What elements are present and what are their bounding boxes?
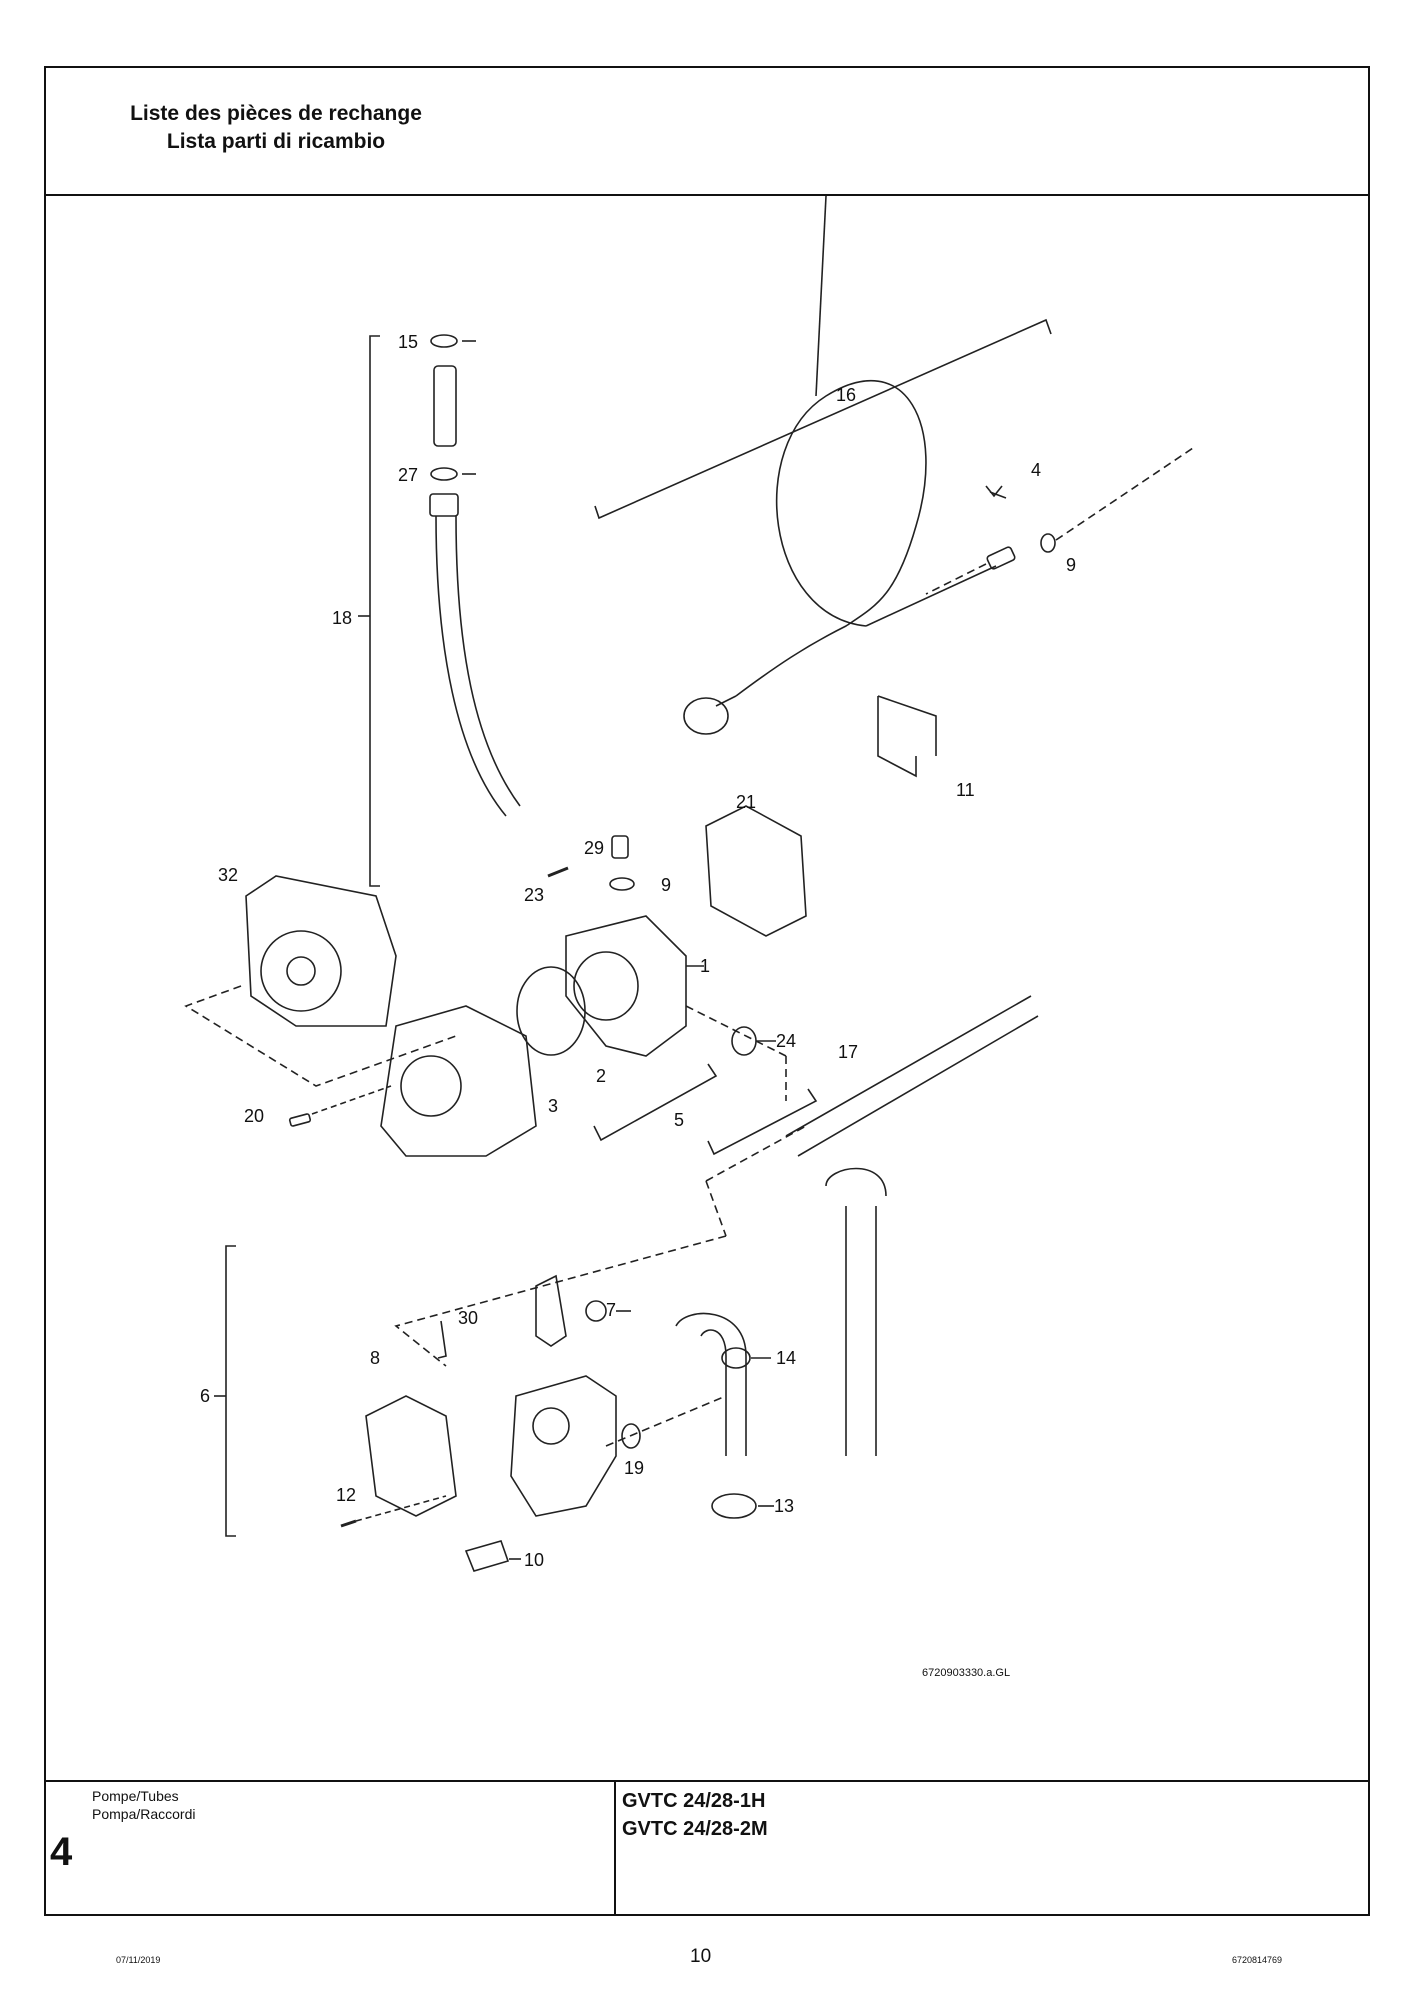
label-27: 27	[398, 465, 418, 485]
sensor-connector	[986, 546, 1016, 570]
parts-diagram-svg: 15 27 18 16 4 9 11 21 29 9 23 32 1 24 17…	[184, 196, 1197, 1679]
bracket-5	[593, 1063, 718, 1142]
drawing-reference: 6720903330.a.GL	[922, 1667, 1010, 1679]
page-number: 10	[690, 1946, 712, 1967]
bracket-11	[877, 695, 937, 778]
header: Liste des pièces de rechange Lista parti…	[46, 68, 1368, 196]
label-19: 19	[624, 1458, 644, 1478]
label-9b: 9	[661, 875, 671, 895]
flexible-hose-18	[435, 515, 521, 817]
label-16: 16	[836, 385, 856, 405]
label-4: 4	[1031, 460, 1041, 480]
label-18: 18	[332, 608, 352, 628]
footer: Pompe/Tubes Pompa/Raccordi 4 GVTC 24/28-…	[46, 1780, 1368, 1914]
label-9a: 9	[1066, 555, 1076, 575]
screw-20	[288, 1113, 312, 1127]
washer-27	[430, 467, 458, 481]
title-italian: Lista parti di ricambio	[166, 130, 386, 153]
label-2: 2	[596, 1066, 606, 1086]
sensor-cable-16	[735, 380, 927, 697]
label-14: 14	[776, 1348, 796, 1368]
screw-12	[340, 1519, 357, 1528]
label-30: 30	[458, 1308, 478, 1328]
category-french: Pompe/Tubes	[92, 1788, 179, 1804]
washer-15	[430, 334, 458, 348]
page-frame: Liste des pièces de rechange Lista parti…	[44, 66, 1370, 1916]
corrugated-hose-17	[785, 995, 1039, 1157]
document-code: 6720814769	[1232, 1955, 1283, 1965]
label-11: 11	[956, 780, 975, 800]
o-ring-2	[516, 966, 586, 1056]
washer-13	[711, 1493, 757, 1519]
label-3: 3	[548, 1096, 558, 1116]
pipe-connector	[433, 365, 457, 447]
pump-head-32	[245, 875, 397, 1027]
print-date: 07/11/2019	[116, 1955, 161, 1965]
valve-block-6	[510, 1375, 617, 1517]
bend-pipe-14	[675, 1312, 747, 1396]
label-1: 1	[700, 956, 710, 976]
label-6: 6	[200, 1386, 210, 1406]
label-10: 10	[524, 1550, 544, 1570]
clip-4	[985, 485, 1007, 499]
pump-body-1	[565, 915, 687, 1057]
label-8: 8	[370, 1348, 380, 1368]
bracket-17	[707, 1088, 818, 1156]
label-20: 20	[244, 1106, 264, 1126]
label-12: 12	[336, 1485, 356, 1505]
label-24: 24	[776, 1031, 796, 1051]
pump-motor-3	[380, 1005, 537, 1157]
plug-29	[611, 835, 629, 859]
plate-21	[705, 805, 807, 937]
bracket-16	[594, 318, 1052, 520]
bracket-18	[369, 335, 380, 887]
clip-30	[437, 1320, 447, 1359]
sensor-cap	[683, 697, 729, 735]
model-2: GVTC 24/28-2M	[622, 1818, 768, 1840]
o-ring-9a	[1040, 533, 1056, 553]
label-13: 13	[774, 1496, 794, 1516]
label-23: 23	[524, 885, 544, 905]
hose-nut	[429, 493, 459, 517]
label-17: 17	[838, 1042, 858, 1062]
pin-23	[547, 866, 569, 878]
o-ring-9b	[609, 877, 635, 891]
category-italian: Pompa/Raccordi	[92, 1806, 196, 1822]
label-32: 32	[218, 865, 238, 885]
valve-motor-8	[365, 1395, 457, 1517]
label-7: 7	[606, 1300, 616, 1320]
bracket-6	[225, 1245, 236, 1537]
section-number: 4	[50, 1830, 73, 1874]
footer-left-cell: Pompe/Tubes Pompa/Raccordi 4	[46, 1782, 616, 1914]
label-21: 21	[736, 792, 756, 812]
title-french: Liste des pièces de rechange	[130, 102, 422, 125]
label-15: 15	[398, 332, 418, 352]
model-1: GVTC 24/28-1H	[622, 1790, 766, 1812]
label-29: 29	[584, 838, 604, 858]
o-ring-19	[621, 1423, 641, 1449]
drain-10	[464, 1540, 510, 1572]
valve-7	[535, 1274, 567, 1347]
exploded-parts-drawing: 15 27 18 16 4 9 11 21 29 9 23 32 1 24 17…	[46, 196, 1368, 1786]
label-5: 5	[674, 1110, 684, 1130]
